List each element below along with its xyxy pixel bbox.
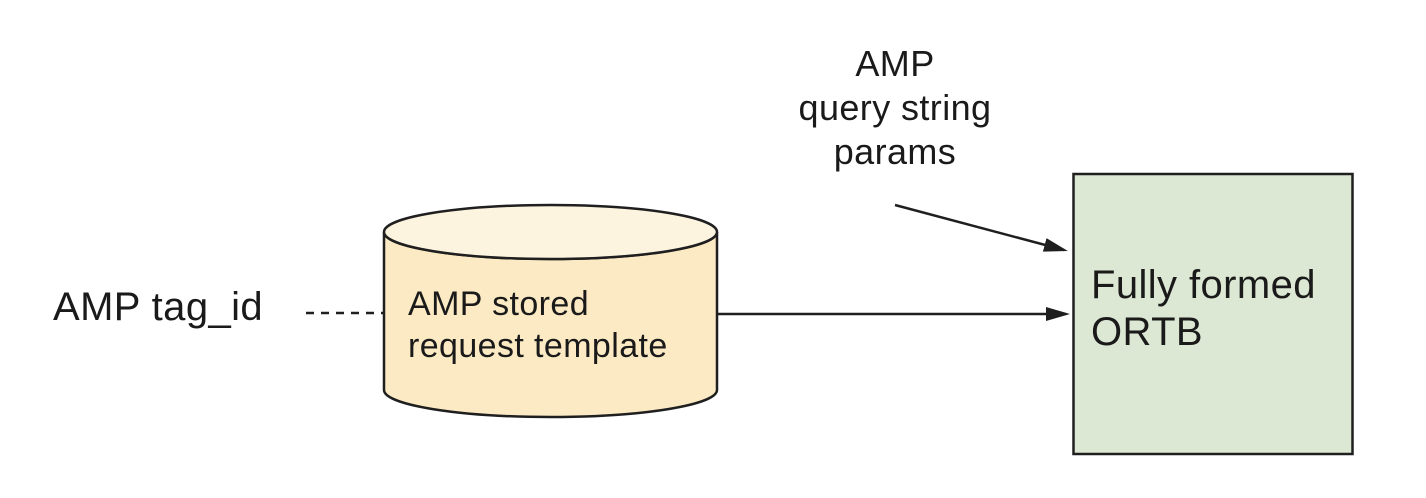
query-params-label-line: query string bbox=[798, 87, 992, 128]
tag-id-label: AMP tag_id bbox=[53, 285, 263, 329]
query-params-label: AMP query string params bbox=[745, 42, 1045, 174]
query-params-to-ortb-arrow bbox=[894, 203, 1068, 252]
ortb-label-line: ORTB bbox=[1091, 310, 1203, 354]
stored-request-cylinder-top bbox=[382, 203, 719, 261]
tag-id-label-text: AMP tag_id bbox=[53, 285, 264, 329]
query-params-label-line: params bbox=[833, 131, 957, 172]
stored-request-label-line: AMP stored bbox=[408, 285, 590, 323]
stored-request-label-line: request template bbox=[408, 327, 668, 365]
ortb-label: Fully formed ORTB bbox=[1091, 262, 1316, 356]
query-params-label-line: AMP bbox=[855, 43, 935, 84]
stored-request-label: AMP stored request template bbox=[408, 283, 668, 367]
ortb-label-line: Fully formed bbox=[1091, 263, 1316, 307]
ortb-box bbox=[1072, 172, 1354, 456]
